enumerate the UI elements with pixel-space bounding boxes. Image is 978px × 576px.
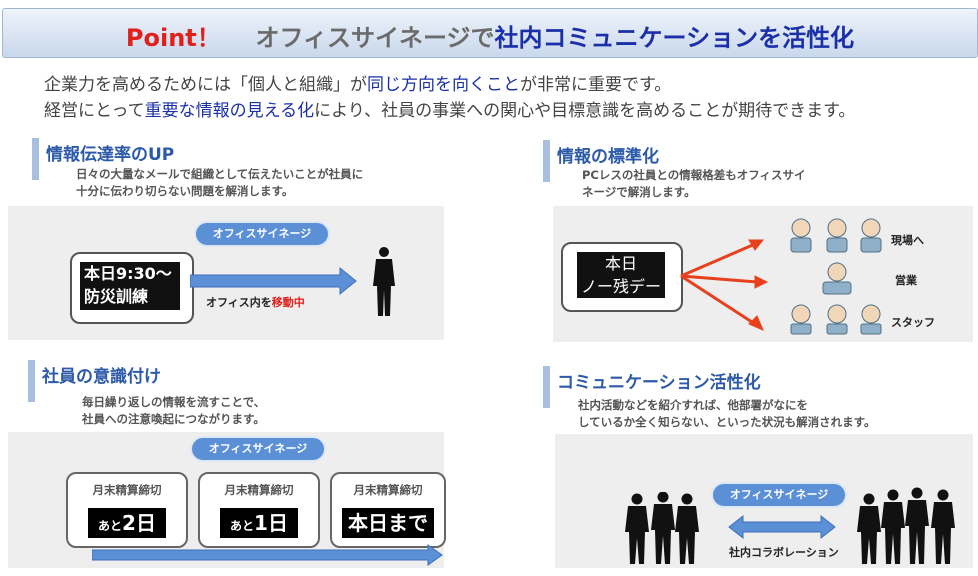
panel-communication: オフィスサイネージ 社内コラボレーション [555,434,973,568]
group-label-staff: スタッフ [891,316,935,329]
person-group-right-icon [857,487,955,564]
card-big: 本日まで [348,511,428,535]
card-big: 1日 [254,511,288,535]
card-small: あと [230,519,255,533]
signage-board: 本日 ノー残デー [561,242,683,312]
worker-icons [790,218,882,335]
group-label-field: 現場へ [891,234,924,247]
signage-screen: 本日9:30～ 防災訓練 [80,262,180,310]
person-group-left-icon [625,492,699,564]
screen-line: 本日 [604,254,637,273]
screen-line: 本日9:30～ [84,264,172,283]
intro-highlight: 同じ方向を向くこと [367,75,520,95]
card-label: 月末精算締切 [92,483,162,497]
title-banner: Point！ オフィスサイネージで社内コミュニケーションを活性化 [2,8,978,58]
caption-highlight: 移動中 [271,296,305,309]
worker-icon [790,304,812,335]
card-screen: あと2日 [88,508,166,538]
section-title: 社員の意識付け [42,367,161,387]
desc-line: 社員への注意喚起につながります。 [82,412,265,426]
worker-icon [860,304,882,335]
intro-line2: 経営にとって重要な情報の見える化により、社員の事業への関心や目標意識を高めること… [44,96,855,121]
title-part2: 社内コミュニケーションを活性化 [494,24,855,52]
section-communication: コミュニケーション活性化 [543,366,863,408]
intro-text: 経営にとって [44,101,145,121]
worker-icon [826,304,848,335]
section-desc: 日々の大量なメールで組織として伝えたいことが社員に 十分に伝わり切らない問題を解… [76,166,363,200]
worker-icon [860,218,882,253]
card-big: 2日 [122,511,156,535]
distribution-arrows-icon [680,239,769,331]
section-desc: PCレスの社員との情報格差もオフィスサイ ネージで解消します。 [582,167,806,201]
signage-pill: オフィスサイネージ [190,436,326,462]
timeline-arrow-icon [92,544,443,566]
caption-text: オフィス内を [206,296,272,309]
panel-info-delivery: オフィスサイネージ 本日9:30～ 防災訓練 オフィス内を移動中 [8,206,444,340]
screen-line: ノー残デー [580,277,661,296]
person-silhouette-icon [651,492,675,564]
card-screen: あと1日 [220,508,298,538]
person-silhouette-icon [675,493,699,564]
intro-text: 企業力を高めるためには「個人と組織」が [44,75,367,95]
section-info-delivery: 情報伝達率のUP [32,138,392,180]
desc-line: ネージで解消します。 [582,185,696,199]
collaboration-caption: 社内コラボレーション [729,546,839,559]
section-standardization: 情報の標準化 [543,140,843,182]
intro-highlight: 重要な情報の見える化 [144,101,315,121]
page-title: Point！ オフィスサイネージで社内コミュニケーションを活性化 [3,18,977,53]
deadline-card: 月末精算締切 本日まで [330,472,446,548]
deadline-card: 月末精算締切 あと1日 [198,472,320,548]
deadline-card: 月末精算締切 あと2日 [66,472,188,548]
signage-pill: オフィスサイネージ [711,482,847,508]
person-silhouette-icon [881,489,905,564]
person-silhouette-icon [857,493,881,564]
worker-icon [822,262,852,295]
signage-screen: 本日 ノー残デー [577,252,665,298]
person-silhouette-icon [931,489,955,564]
point-label: Point！ [125,24,221,52]
section-title: コミュニケーション活性化 [557,373,761,393]
person-silhouette-icon [373,247,395,316]
card-small: あと [98,519,123,533]
section-title: 情報の標準化 [557,147,659,167]
section-bar [28,360,35,402]
title-part1: オフィスサイネージで [255,24,495,52]
section-desc: 社内活動などを紹介すれば、他部署がなにを しているか全く知らない、といった状況も… [578,397,876,431]
card-screen: 本日まで [342,508,434,538]
desc-line: 毎日繰り返しの情報を流すことで、 [82,395,266,409]
intro-text: により、社員の事業への関心や目標意識を高めることが期待できます。 [314,101,856,121]
panel-standardization: 本日 ノー残デー 現場へ 営業 スタッフ [553,206,973,342]
worker-icon [790,218,812,253]
person-silhouette-icon [905,487,929,564]
signage-pill: オフィスサイネージ [194,221,330,247]
signage-board: 本日9:30～ 防災訓練 [70,252,194,324]
desc-line: 十分に伝わり切らない問題を解消します。 [76,184,294,198]
section-bar [543,140,550,182]
panel-awareness: オフィスサイネージ 月末精算締切 あと2日 月末精算締切 あと1日 月末精算締切… [8,432,446,568]
group-label-sales: 営業 [895,274,917,287]
section-desc: 毎日繰り返しの情報を流すことで、 社員への注意喚起につながります。 [82,394,265,428]
move-caption: オフィス内を移動中 [206,294,305,310]
desc-line: 日々の大量なメールで組織として伝えたいことが社員に [76,167,364,181]
card-label: 月末精算締切 [224,483,294,497]
desc-line: 社内活動などを紹介すれば、他部署がなにを [578,398,808,412]
worker-icon [826,218,848,253]
desc-line: PCレスの社員との情報格差もオフィスサイ [582,168,806,182]
section-bar [543,366,550,408]
section-awareness: 社員の意識付け [28,360,328,402]
section-title: 情報伝達率のUP [46,145,175,165]
intro-line1: 企業力を高めるためには「個人と組織」が同じ方向を向くことが非常に重要です。 [44,70,671,95]
card-label: 月末精算締切 [353,483,423,497]
double-arrow-icon [728,514,836,540]
desc-line: しているか全く知らない、といった状況も解消されます。 [578,415,876,429]
arrow-right-icon [190,266,357,296]
screen-line: 防災訓練 [84,287,149,306]
intro-text: が非常に重要です。 [520,75,672,95]
section-bar [32,138,39,180]
person-silhouette-icon [625,493,649,564]
